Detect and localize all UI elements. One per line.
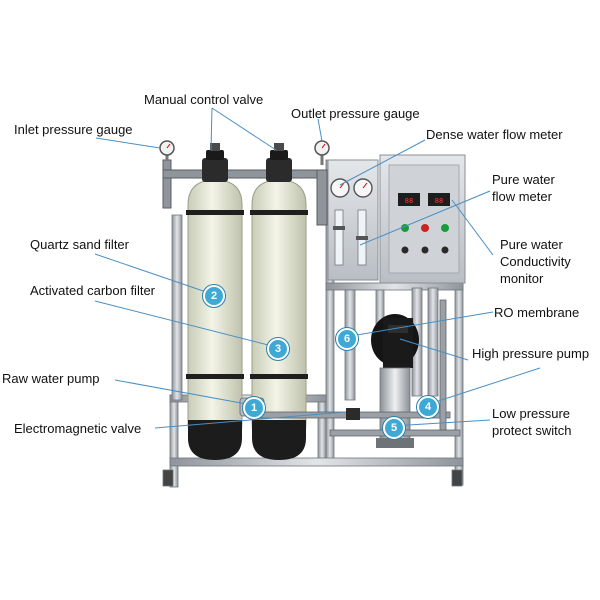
support-post [171, 214, 183, 401]
outlet-pressure-gauge [314, 140, 330, 165]
label-pure-water-flow-meter-2: flow meter [492, 189, 552, 204]
label-conductivity-3: monitor [500, 271, 544, 286]
marker-6: 6 [336, 328, 358, 350]
activated-carbon-filter-tank [250, 179, 308, 460]
label-high-pressure-pump: High pressure pump [472, 346, 590, 361]
label-manual-control-valve: Manual control valve [144, 92, 264, 107]
label-conductivity-2: Conductivity [500, 254, 571, 269]
manual-control-valve-left [202, 143, 228, 182]
electromagnetic-valve [346, 408, 360, 420]
inlet-pressure-gauge [159, 140, 175, 160]
conductivity-display: 88 88 [398, 193, 450, 206]
label-pure-water-flow-meter-1: Pure water [492, 172, 555, 187]
label-raw-water-pump: Raw water pump [2, 371, 100, 386]
panel-flow-meters [333, 209, 368, 266]
label-inlet-pressure-gauge: Inlet pressure gauge [14, 122, 133, 137]
marker-3: 3 [267, 338, 289, 360]
quartz-sand-filter-tank [186, 179, 244, 460]
label-quartz-sand-filter: Quartz sand filter [30, 237, 129, 252]
marker-5: 5 [383, 417, 405, 439]
svg-text:88: 88 [405, 197, 413, 205]
leader-lines [94, 107, 541, 429]
label-activated-carbon-filter: Activated carbon filter [30, 283, 156, 298]
marker-4: 4 [417, 396, 439, 418]
svg-text:88: 88 [435, 197, 443, 205]
label-dense-water-flow-meter: Dense water flow meter [426, 127, 563, 142]
marker-1: 1 [243, 397, 265, 419]
label-low-pressure-switch-2: protect switch [492, 423, 572, 438]
label-conductivity-1: Pure water [500, 237, 563, 252]
panel-pressure-gauges [330, 178, 373, 198]
label-ro-membrane: RO membrane [494, 305, 580, 320]
label-low-pressure-switch-1: Low pressure [492, 406, 571, 421]
label-outlet-pressure-gauge: Outlet pressure gauge [291, 106, 420, 121]
marker-2: 2 [203, 285, 225, 307]
label-electromagnetic-valve: Electromagnetic valve [14, 421, 142, 436]
manual-control-valve-right [266, 143, 292, 182]
control-panel [327, 154, 466, 284]
high-pressure-pump-motor [371, 314, 419, 368]
